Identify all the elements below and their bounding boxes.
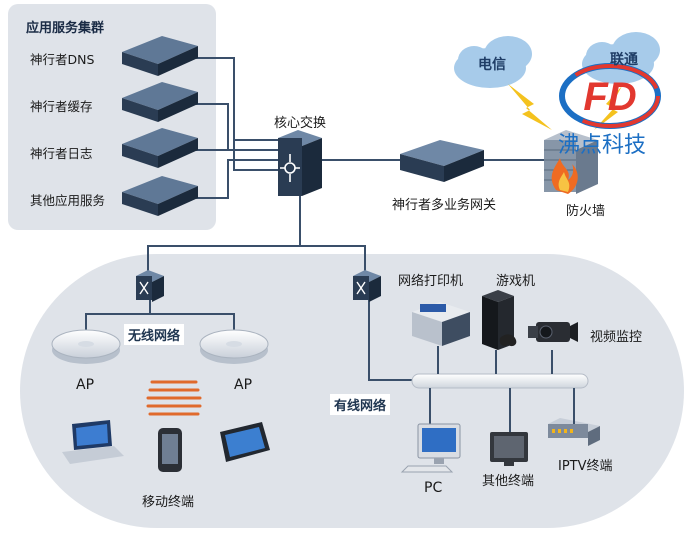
service-label-log: 神行者日志	[30, 146, 93, 161]
access-network-panel	[20, 254, 684, 528]
cluster-links	[85, 57, 544, 381]
server-other	[122, 176, 198, 216]
server-cache	[122, 82, 198, 122]
firewall-label: 防火墙	[566, 204, 606, 219]
isp-unicom-label: 联通	[610, 52, 638, 68]
server-dns	[122, 36, 198, 76]
game-console-icon	[482, 290, 517, 350]
wired-bus	[411, 373, 589, 389]
printer-label: 网络打印机	[398, 274, 464, 289]
phone-icon	[158, 428, 182, 472]
game-console-label: 游戏机	[496, 274, 536, 289]
lightning-icon	[508, 84, 622, 130]
pc-icon	[400, 423, 461, 473]
ap-label-right: AP	[234, 377, 253, 393]
svg-text:FD: FD	[583, 75, 636, 119]
camera-label: 视频监控	[590, 330, 643, 345]
printer-icon	[412, 302, 470, 346]
iptv-label: IPTV终端	[558, 459, 613, 474]
pc-label: PC	[424, 480, 443, 496]
logo-text: 沸点科技	[558, 133, 647, 158]
access-point-left	[51, 329, 121, 364]
gateway-label: 神行者多业务网关	[392, 198, 497, 213]
wired-switch-icon	[353, 270, 381, 302]
service-label-dns: 神行者DNS	[30, 52, 95, 67]
server-log	[122, 128, 198, 168]
core-switch-icon	[278, 130, 322, 196]
gateway-device	[400, 140, 484, 182]
wired-network-label: 有线网络	[330, 394, 391, 415]
mobile-terminal-label: 移动终端	[142, 495, 195, 510]
camera-icon	[528, 322, 578, 342]
other-terminal-label: 其他终端	[482, 474, 535, 489]
wireless-switch-icon	[136, 270, 164, 302]
ap-label-left: AP	[76, 377, 95, 393]
service-label-other: 其他应用服务	[30, 193, 106, 208]
wireless-signal-icon	[146, 380, 202, 416]
access-point-right	[199, 329, 269, 364]
company-logo: FD	[559, 63, 661, 129]
cluster-title: 应用服务集群	[26, 21, 105, 36]
tablet-icon	[220, 422, 270, 462]
other-terminal-icon	[490, 432, 528, 466]
core-switch-label: 核心交换	[274, 116, 327, 131]
laptop-icon	[62, 420, 124, 464]
isp-telecom-label: 电信	[478, 57, 506, 73]
cloud-telecom	[454, 36, 532, 88]
wireless-network-label: 无线网络	[124, 324, 185, 345]
iptv-icon	[548, 414, 600, 446]
firewall-icon	[544, 130, 598, 194]
wired-links	[429, 346, 575, 432]
service-label-cache: 神行者缓存	[30, 99, 93, 114]
